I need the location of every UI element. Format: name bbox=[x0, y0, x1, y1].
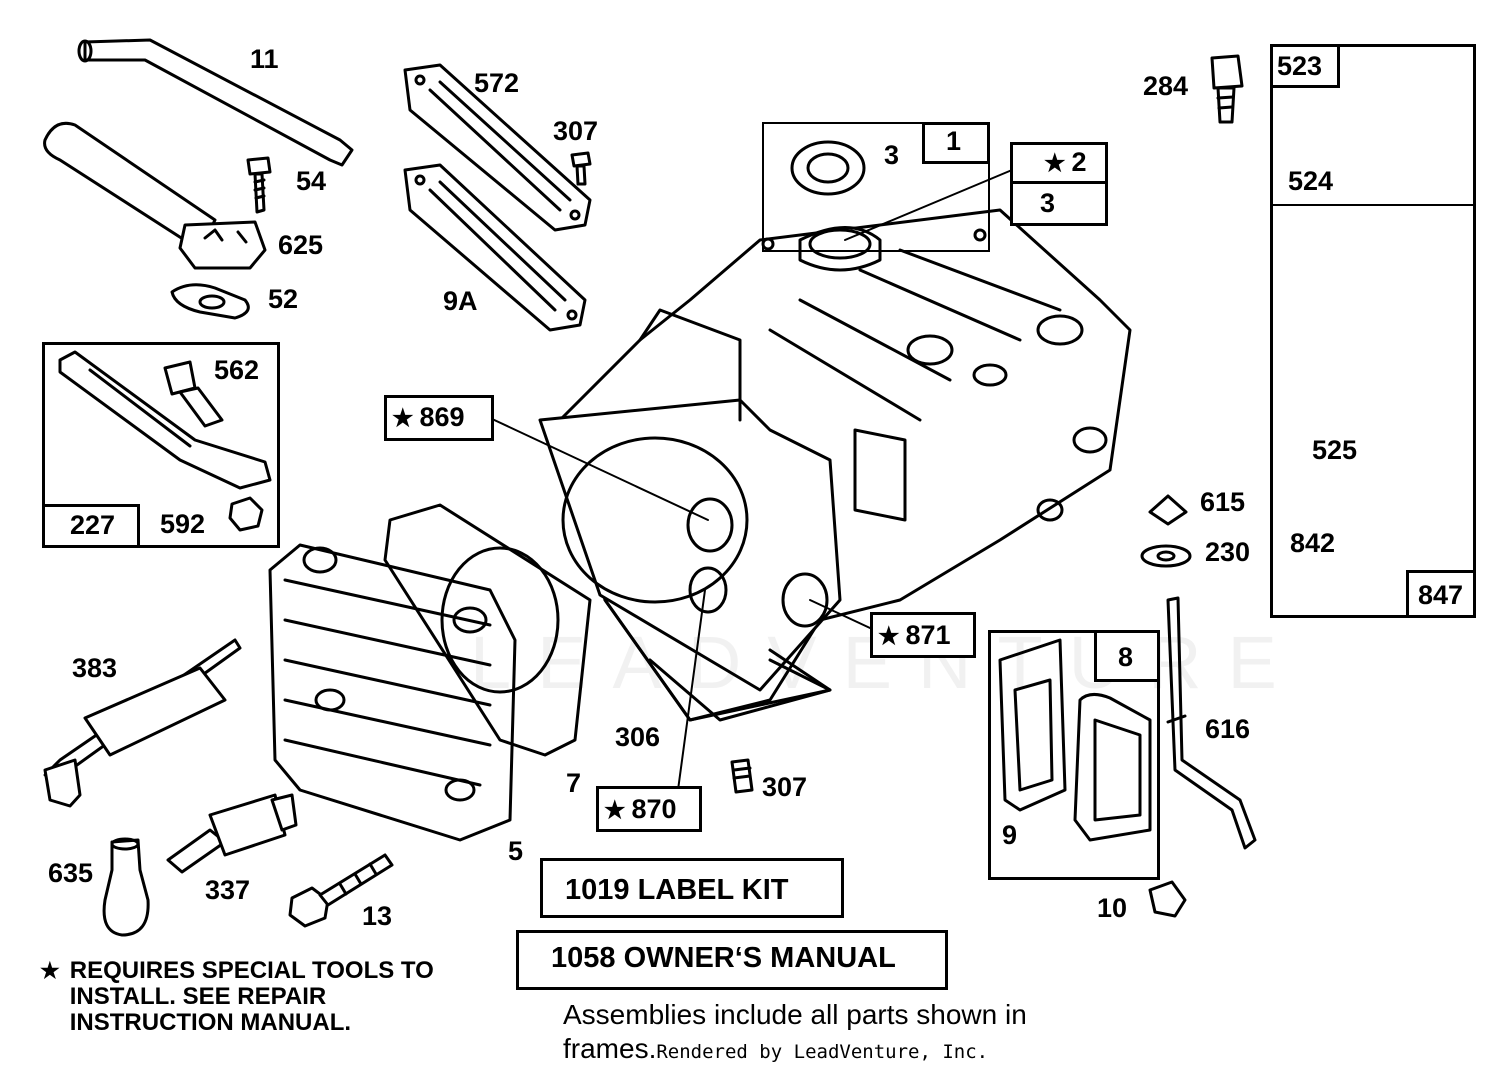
part-number-11[interactable]: 11 bbox=[250, 44, 279, 74]
spark-plug-337-drawing bbox=[166, 793, 298, 874]
star-icon: ★ bbox=[604, 797, 626, 824]
render-credit: Rendered by LeadVenture, Inc. bbox=[656, 1041, 989, 1063]
frame-assembly-1 bbox=[762, 122, 990, 252]
part-number-54[interactable]: 54 bbox=[296, 166, 327, 196]
part-number-869[interactable]: ★869 bbox=[392, 402, 465, 432]
callout-leaders bbox=[489, 169, 1013, 791]
part-number-9[interactable]: 9 bbox=[1002, 820, 1018, 850]
frame-box-2 bbox=[1010, 142, 1108, 184]
screw-307-bottom-drawing bbox=[730, 758, 754, 794]
special-tools-note: ★REQUIRES SPECIAL TOOLS TO INSTALL. SEE … bbox=[40, 957, 434, 1036]
part-number-7[interactable]: 7 bbox=[566, 768, 582, 798]
part-number-871[interactable]: ★871 bbox=[878, 620, 951, 650]
part-number-9a[interactable]: 9A bbox=[443, 286, 478, 316]
bolt-13-drawing bbox=[288, 853, 394, 928]
part-number-1[interactable]: 1 bbox=[946, 126, 962, 156]
frame-owners-manual bbox=[516, 930, 948, 990]
part-number-524[interactable]: 524 bbox=[1288, 166, 1334, 196]
frame-assembly-847 bbox=[1270, 44, 1476, 618]
dipstick-tube-11-drawing bbox=[77, 38, 354, 167]
screw-54-drawing bbox=[246, 156, 272, 214]
part-number-3-box[interactable]: 3 bbox=[1040, 188, 1056, 218]
spark-plug-boot-635-drawing bbox=[102, 837, 150, 937]
star-icon: ★ bbox=[1044, 150, 1066, 177]
part-number-562[interactable]: 562 bbox=[214, 355, 260, 385]
label-kit-text[interactable]: 1019 LABEL KIT bbox=[565, 874, 789, 906]
base-gasket-306-drawing bbox=[648, 658, 832, 722]
tool-383-drawing bbox=[43, 638, 242, 808]
part-number-52[interactable]: 52 bbox=[268, 284, 299, 314]
frame-box-523 bbox=[1270, 44, 1340, 88]
frame-assembly-227 bbox=[42, 342, 280, 548]
part-number-842[interactable]: 842 bbox=[1290, 528, 1336, 558]
frame-assembly-8 bbox=[988, 630, 1160, 880]
oil-seal-3-drawing bbox=[790, 140, 866, 196]
part-number-616[interactable]: 616 bbox=[1205, 714, 1251, 744]
frame-box-227 bbox=[42, 504, 140, 548]
frame-box-871 bbox=[870, 612, 976, 658]
star-icon: ★ bbox=[878, 623, 900, 650]
head-gasket-drawing bbox=[383, 503, 592, 757]
part-number-284[interactable]: 284 bbox=[1143, 71, 1189, 101]
frame-box-1 bbox=[922, 122, 990, 164]
part-number-337[interactable]: 337 bbox=[205, 875, 251, 905]
part-number-5[interactable]: 5 bbox=[508, 836, 524, 866]
washers-615-230-drawing bbox=[1140, 494, 1192, 568]
part-number-383[interactable]: 383 bbox=[72, 653, 118, 683]
owners-manual-text[interactable]: 1058 OWNER‘S MANUAL bbox=[551, 942, 896, 974]
part-number-592[interactable]: 592 bbox=[160, 509, 206, 539]
frame-box-869 bbox=[384, 395, 494, 441]
part-number-3[interactable]: 3 bbox=[884, 140, 900, 170]
part-number-8[interactable]: 8 bbox=[1118, 642, 1134, 672]
screw-10-drawing bbox=[1148, 880, 1187, 918]
frame-label-kit bbox=[540, 858, 844, 918]
bracket-227-drawing bbox=[58, 350, 272, 532]
part-number-10[interactable]: 10 bbox=[1097, 893, 1128, 923]
part-number-847[interactable]: 847 bbox=[1418, 580, 1464, 610]
part-number-2[interactable]: ★2 bbox=[1044, 147, 1087, 177]
gasket-52-drawing bbox=[170, 283, 250, 320]
part-number-307-top[interactable]: 307 bbox=[553, 116, 599, 146]
part-number-635[interactable]: 635 bbox=[48, 858, 94, 888]
star-icon: ★ bbox=[392, 405, 414, 432]
assemblies-note: Assemblies include all parts shown in fr… bbox=[563, 999, 1027, 1064]
cylinder-block-drawing bbox=[538, 208, 1132, 722]
part-number-572[interactable]: 572 bbox=[474, 68, 520, 98]
cylinder-head-drawing bbox=[268, 543, 517, 842]
part-number-625[interactable]: 625 bbox=[278, 230, 324, 260]
frame-box-870 bbox=[596, 786, 702, 832]
part-number-870[interactable]: ★870 bbox=[604, 794, 677, 824]
part-number-307-bottom[interactable]: 307 bbox=[762, 772, 808, 802]
part-number-615[interactable]: 615 bbox=[1200, 487, 1246, 517]
breather-8-drawing bbox=[998, 638, 1152, 842]
part-number-13[interactable]: 13 bbox=[362, 901, 393, 931]
screw-307-top-drawing bbox=[570, 151, 592, 186]
star-icon: ★ bbox=[40, 958, 60, 983]
frame-assembly-523 bbox=[1270, 44, 1476, 206]
gaskets-572-9a-drawing bbox=[403, 63, 592, 332]
breather-tube-625-drawing bbox=[43, 121, 267, 270]
plug-284-drawing bbox=[1210, 54, 1244, 124]
link-616-drawing bbox=[1166, 596, 1257, 850]
part-number-230[interactable]: 230 bbox=[1205, 537, 1251, 567]
frame-box-847 bbox=[1406, 570, 1476, 618]
part-number-306[interactable]: 306 bbox=[615, 722, 661, 752]
frame-box-8 bbox=[1094, 630, 1160, 682]
part-number-525[interactable]: 525 bbox=[1312, 435, 1358, 465]
part-number-227[interactable]: 227 bbox=[70, 510, 116, 540]
part-number-523[interactable]: 523 bbox=[1277, 51, 1323, 81]
